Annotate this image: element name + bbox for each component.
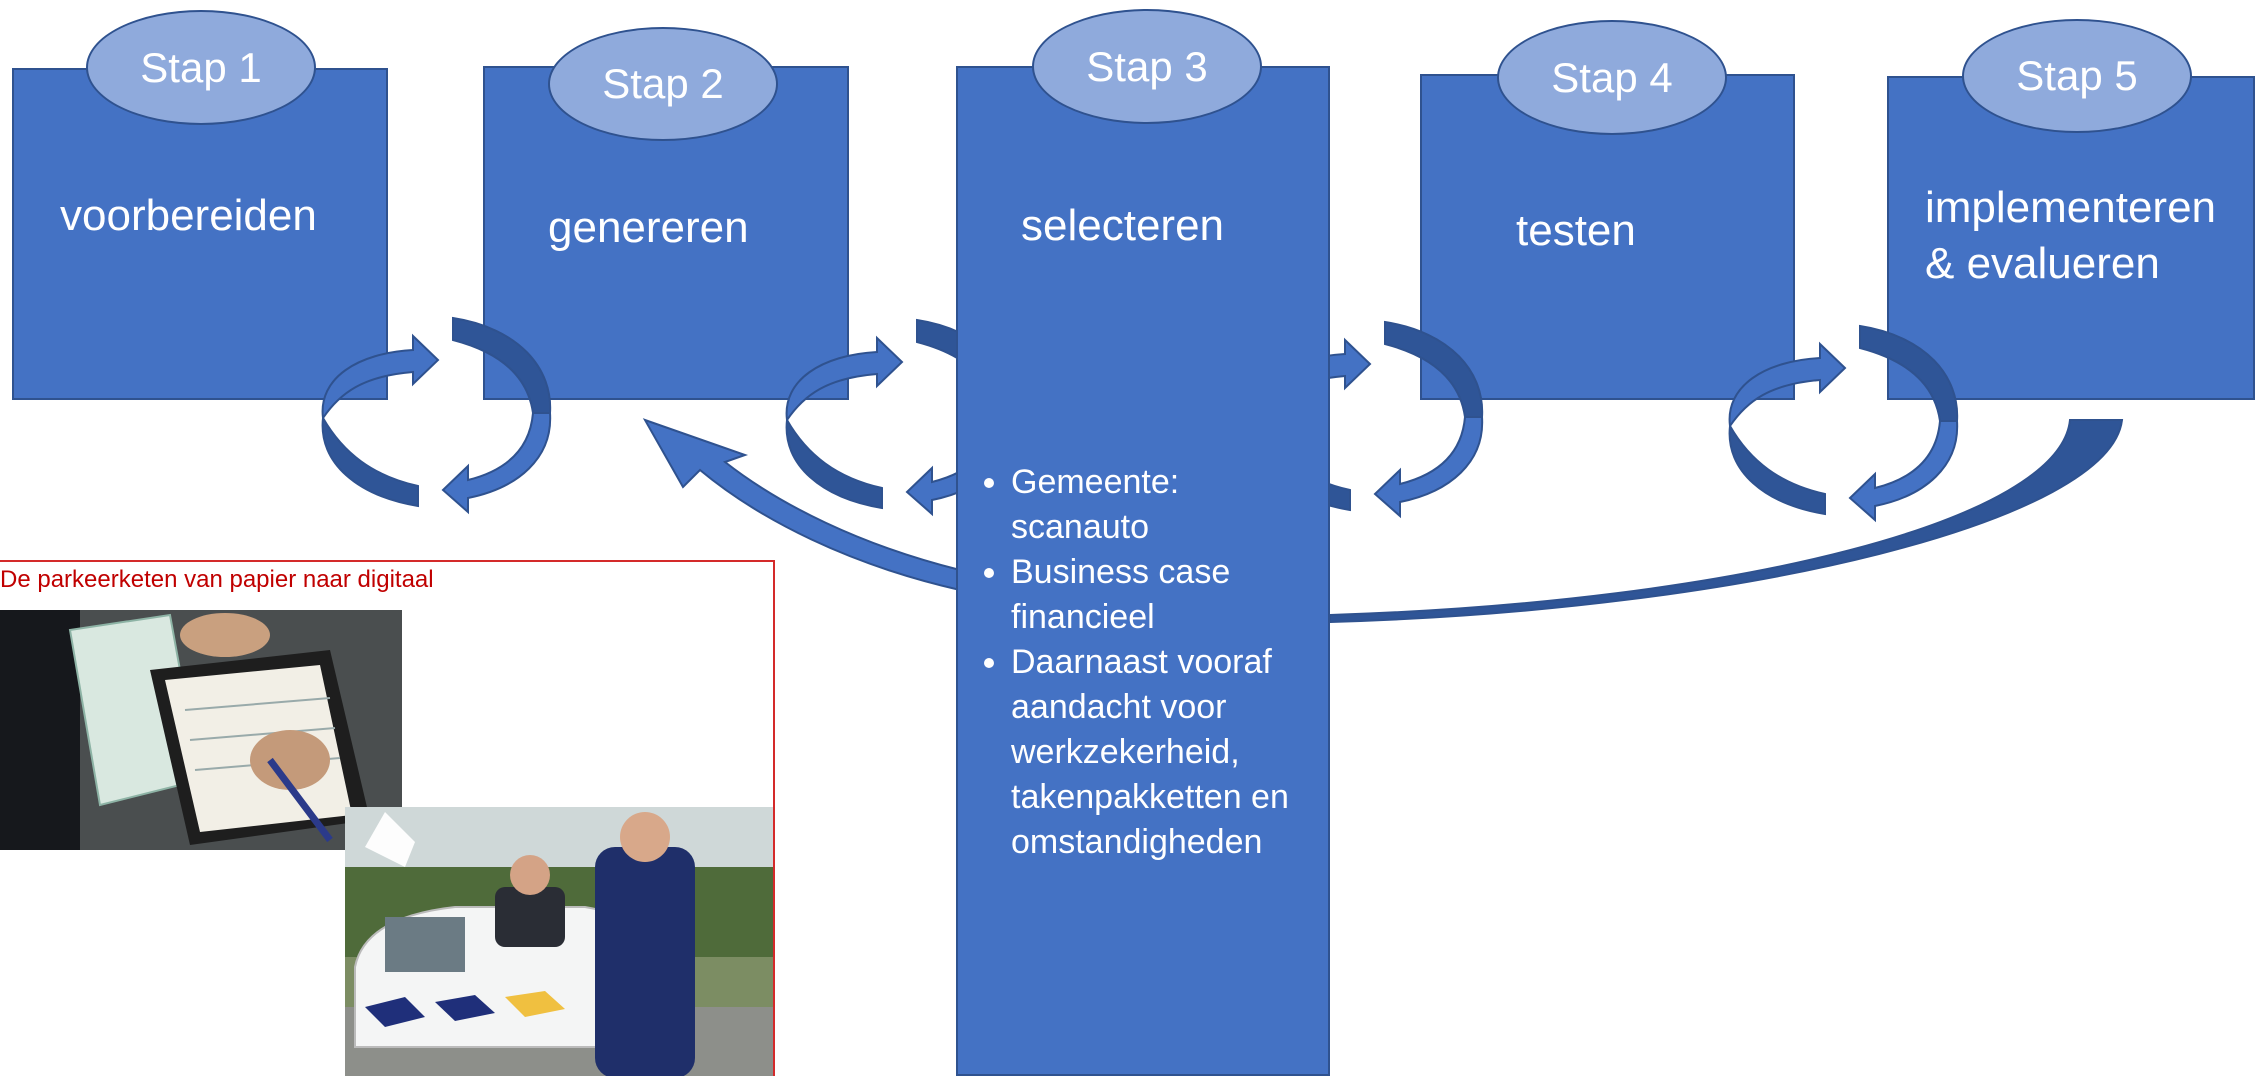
step-5-text-line2: & evalueren (1925, 239, 2160, 288)
cycle-arrow-4 (1728, 325, 1959, 521)
cycle-arrow-1 (321, 317, 552, 513)
photo-handwritten-ticket (0, 610, 402, 850)
bullet-item: Daarnaast vooraf aandacht voor werkzeker… (1011, 640, 1315, 865)
step-3-box (956, 66, 1330, 1076)
step-2-oval: Stap 2 (548, 27, 778, 141)
step-3-label: Stap 3 (1086, 42, 1208, 90)
bullet-item: Business case financieel (1011, 550, 1315, 640)
step-3-bullets: Gemeente: scanauto Business case financi… (975, 460, 1315, 865)
step-4-oval: Stap 4 (1497, 20, 1727, 135)
step-4-text: testen (1516, 206, 1636, 255)
photo-collage: De parkeerketen van papier naar digitaal (0, 560, 775, 1076)
step-3-oval: Stap 3 (1032, 9, 1262, 124)
feedback-arrow (1329, 419, 2124, 624)
step-5-text-line1: implementeren (1925, 183, 2217, 232)
step-5-oval: Stap 5 (1962, 19, 2192, 133)
step-1-text: voorbereiden (60, 191, 317, 240)
ticket-illustration (0, 610, 402, 850)
photo-caption: De parkeerketen van papier naar digitaal (0, 566, 434, 593)
bullet-item: Gemeente: scanauto (1011, 460, 1315, 550)
feedback-arrow-return (642, 418, 961, 592)
step-3-text: selecteren (1021, 201, 1225, 250)
step-4-label: Stap 4 (1551, 53, 1673, 101)
step-1-label: Stap 1 (140, 43, 262, 91)
step-5-label: Stap 5 (2016, 52, 2138, 99)
photo-scan-car (345, 807, 773, 1076)
step-2-text: genereren (548, 203, 749, 252)
step-1-oval: Stap 1 (86, 10, 316, 125)
scan-car-illustration (345, 807, 773, 1076)
step-2-label: Stap 2 (602, 60, 724, 107)
